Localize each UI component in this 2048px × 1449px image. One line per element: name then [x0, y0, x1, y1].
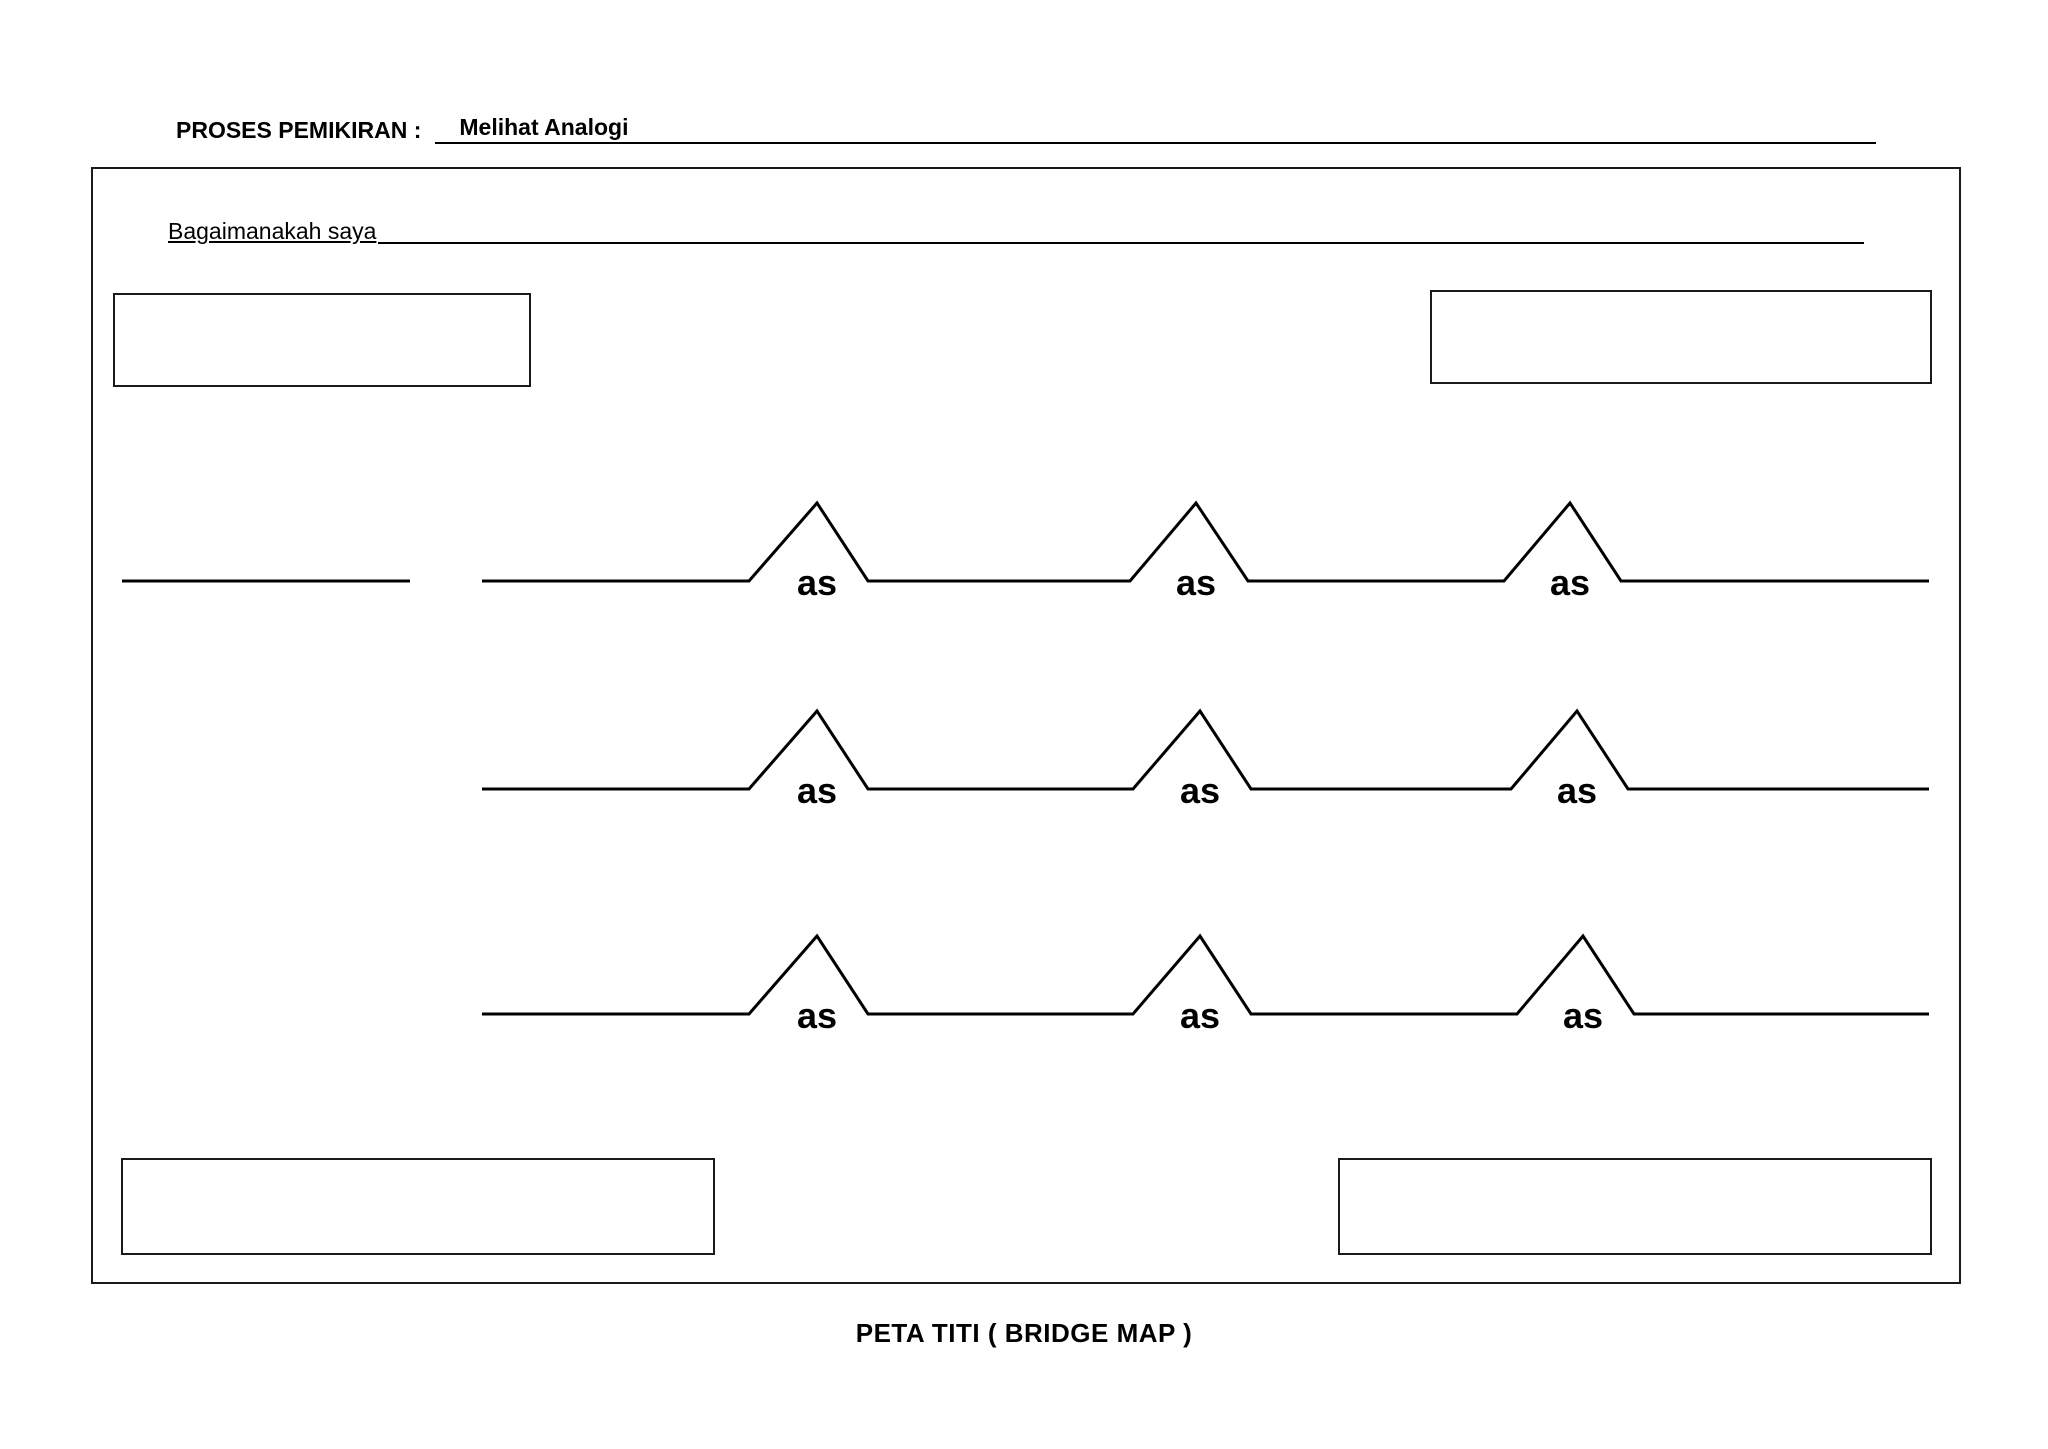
top-left-box[interactable] — [113, 293, 531, 387]
bridge-row-1[interactable] — [482, 500, 1929, 583]
relating-factor-label: Bagaimanakah saya — [168, 218, 377, 244]
thinking-process-header: PROSES PEMIKIRAN : Melihat Analogi — [176, 110, 1876, 144]
as-connector-label: as — [1180, 770, 1220, 811]
as-connector-label: as — [1550, 562, 1590, 603]
bridge-row-3[interactable] — [482, 933, 1929, 1016]
top-right-box[interactable] — [1430, 290, 1932, 384]
bridge-row-2[interactable] — [482, 708, 1929, 791]
as-connector-label: as — [797, 770, 837, 811]
thinking-process-label: PROSES PEMIKIRAN : — [176, 117, 422, 143]
as-connector-label: as — [1563, 995, 1603, 1036]
bottom-left-box[interactable] — [121, 1158, 715, 1255]
as-connector-label: as — [1176, 562, 1216, 603]
map-title: PETA TITI ( BRIDGE MAP ) — [855, 1318, 1193, 1348]
relating-factor-field[interactable] — [378, 242, 1864, 244]
as-connector-label: as — [1557, 770, 1597, 811]
as-connector-label: as — [1180, 995, 1220, 1036]
as-connector-label: as — [797, 562, 837, 603]
as-connector-label: as — [797, 995, 837, 1036]
relating-factor-prompt: Bagaimanakah saya — [168, 214, 1864, 244]
bridge-rows-group: as as as as as as as as as — [482, 500, 1929, 1036]
bottom-right-box[interactable] — [1338, 1158, 1932, 1255]
bridge-map-frame — [91, 167, 1961, 1284]
thinking-process-field[interactable]: Melihat Analogi — [435, 112, 1876, 144]
